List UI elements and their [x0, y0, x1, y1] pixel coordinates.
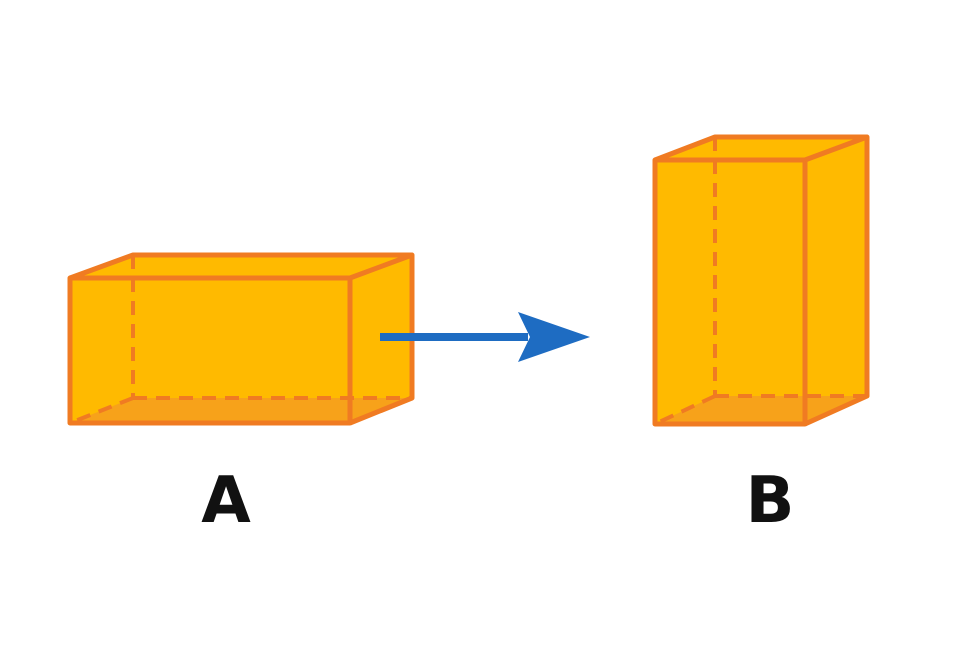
- right-arrow-icon: [380, 312, 590, 362]
- box-b-bottom-shade: [655, 396, 867, 424]
- box-b-visible-edges: [652, 134, 870, 427]
- box-b: [652, 134, 870, 427]
- box-a: [67, 252, 415, 426]
- box-b-side-face: [805, 137, 867, 424]
- box-b-hidden-edges: [654, 137, 867, 426]
- box-b-label: B: [746, 464, 795, 538]
- box-a-front-face: [70, 278, 350, 423]
- box-a-top-face: [70, 255, 412, 278]
- box-b-front-face: [655, 160, 805, 424]
- box-a-label: A: [201, 464, 251, 538]
- box-a-visible-edges: [67, 252, 415, 426]
- box-a-bottom-shade: [70, 398, 412, 423]
